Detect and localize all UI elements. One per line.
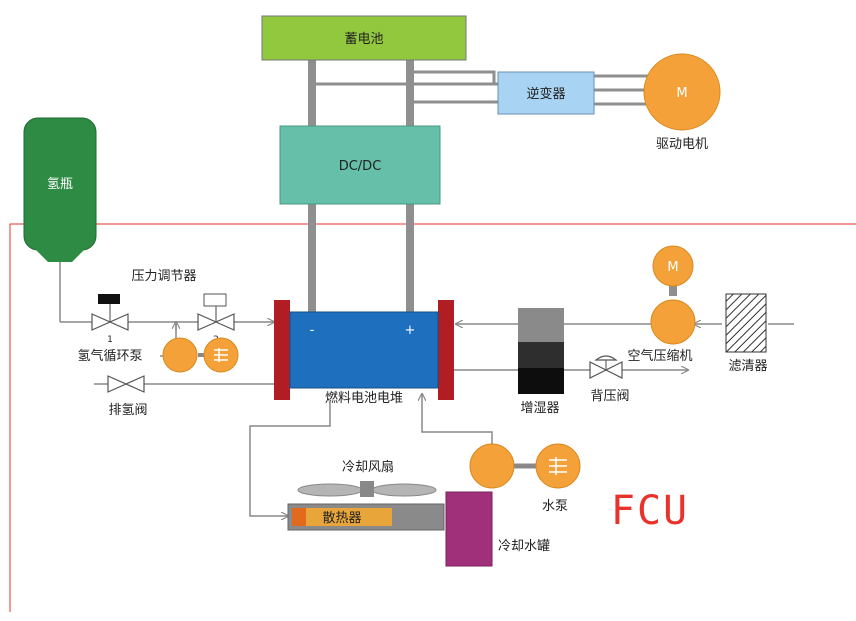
water-pump-label: 水泵	[542, 499, 568, 514]
fcu-label: FCU	[611, 488, 689, 534]
hydrogen-tank-neck	[30, 244, 90, 262]
radiator-label: 散热器	[322, 511, 361, 526]
purge-valve-label: 排氢阀	[108, 403, 147, 418]
stack-plus-terminal: +	[405, 323, 416, 338]
valve-1-icon	[91, 294, 129, 331]
inverter-box	[497, 71, 595, 115]
coolant-tank-label: 冷却水罐	[498, 539, 550, 554]
purge-valve-icon	[107, 375, 145, 393]
hydrogen-recirc-pump-icon	[162, 337, 239, 373]
drive-motor-icon	[643, 53, 721, 131]
air-compressor-label: 空气压缩机	[627, 348, 692, 364]
valve-1-number: 1	[107, 335, 113, 345]
hydrogen-recirc-pump-label: 氢气循环泵	[77, 348, 142, 364]
fcu-boundary	[9, 223, 856, 612]
water-pump-icon	[469, 443, 581, 489]
air-line	[454, 324, 794, 370]
pressure-regulator-label: 压力调节器	[131, 269, 196, 284]
radiator-core	[306, 508, 392, 526]
radiator-inlet	[292, 508, 306, 526]
filter-label: 滤清器	[728, 359, 767, 374]
inverter-wires	[316, 70, 648, 106]
battery-box	[261, 15, 467, 61]
dcdc-box	[279, 125, 441, 205]
valve-2-icon	[197, 293, 235, 331]
cooling-fan-icon	[297, 481, 437, 497]
back-pressure-valve-label: 背压阀	[590, 389, 629, 404]
hydrogen-tank-label: 氢瓶	[47, 177, 73, 192]
humidifier-icon	[518, 308, 564, 394]
fuel-cell-stack	[289, 311, 439, 389]
battery-label: 蓄电池	[344, 32, 383, 47]
drive-motor-label: 驱动电机	[656, 137, 708, 152]
fuel-cell-stack-label: 燃料电池电堆	[325, 390, 403, 406]
back-pressure-valve-icon	[589, 355, 623, 379]
coolant-tank	[445, 491, 493, 567]
cooling-fan-label: 冷却风扇	[342, 459, 394, 475]
inverter-label: 逆变器	[526, 86, 565, 102]
air-compressor-motor-symbol: M	[667, 260, 678, 275]
stack-end-plate-right	[438, 300, 454, 400]
drive-motor-symbol: M	[676, 86, 687, 101]
dcdc-label: DC/DC	[339, 159, 382, 174]
stack-minus-terminal: -	[310, 323, 315, 338]
power-bus	[308, 60, 414, 314]
stack-end-plate-left	[274, 300, 290, 400]
filter-icon	[725, 293, 767, 353]
air-compressor-icon	[650, 245, 696, 345]
humidifier-label: 增湿器	[520, 401, 559, 416]
